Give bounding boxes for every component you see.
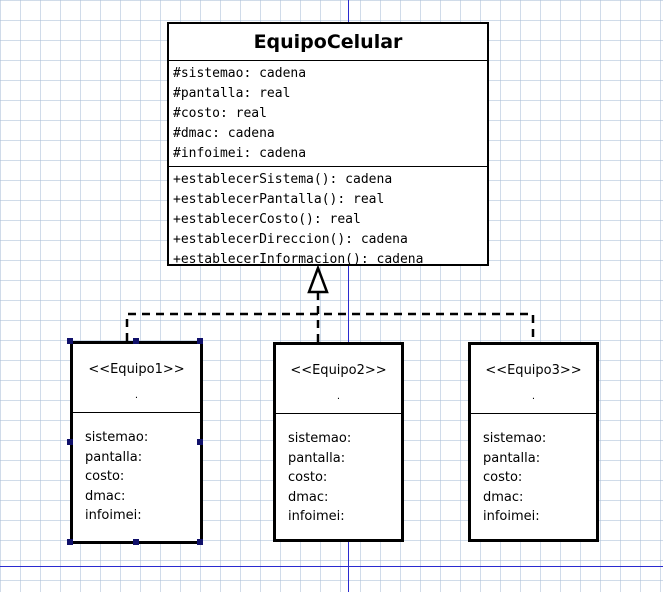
attribute-row: #dmac: cadena [173,126,275,141]
method-row: +establecerInformacion(): cadena [173,252,424,267]
class-equipo1[interactable]: <<Equipo1>> . sistemao: pantalla: costo:… [70,341,203,544]
class-header: <<Equipo1>> . [73,344,200,413]
attribute-row: #pantalla: real [173,86,291,101]
class-equipo3[interactable]: <<Equipo3>> . sistemao: pantalla: costo:… [468,342,599,542]
inheritance-arrowhead [307,264,329,294]
attribute-row: infoimei: [483,509,540,524]
dashed-connector-line [125,312,535,342]
attribute-row: sistemao: [483,431,547,446]
attribute-row: infoimei: [85,508,142,523]
class-name-dot: . [531,391,536,402]
attribute-row: costo: [483,470,523,485]
class-header: <<Equipo3>> . [471,345,596,414]
method-row: +establecerSistema(): cadena [173,172,393,187]
stereotype-label: <<Equipo2>> [290,363,387,378]
class-name-dot: . [134,390,139,401]
attribute-section: sistemao: pantalla: costo: dmac: infoime… [471,414,596,527]
attribute-section: sistemao: pantalla: costo: dmac: infoime… [276,414,401,527]
horizontal-guide-line [0,566,663,567]
attribute-row: #costo: real [173,106,267,121]
attribute-row: sistemao: [288,431,352,446]
resize-handle-top-left[interactable] [67,338,73,344]
attribute-row: dmac: [288,489,329,505]
method-section: +establecerSistema(): cadena +establecer… [169,167,487,272]
class-name: EquipoCelular [169,24,487,61]
method-row: +establecerDireccion(): cadena [173,232,408,247]
attribute-section: sistemao: pantalla: costo: dmac: infoime… [73,413,200,526]
attribute-row: costo: [288,470,328,485]
attribute-row: #sistemao: cadena [173,66,307,81]
resize-handle-bottom-left[interactable] [67,539,73,545]
class-equipo-celular[interactable]: EquipoCelular #sistemao: cadena #pantall… [167,22,489,267]
attribute-row: pantalla: [85,449,143,465]
attribute-row: dmac: [483,489,524,505]
stereotype-label: <<Equipo1>> [88,362,185,377]
resize-handle-right[interactable] [197,439,203,445]
resize-handle-left[interactable] [67,439,73,445]
class-equipo2[interactable]: <<Equipo2>> . sistemao: pantalla: costo:… [273,342,404,542]
stereotype-label: <<Equipo3>> [485,363,582,378]
resize-handle-bottom[interactable] [133,539,139,545]
attribute-row: pantalla: [288,450,346,466]
resize-handle-bottom-right[interactable] [197,539,203,545]
attribute-row: infoimei: [288,509,345,524]
resize-handle-top[interactable] [133,338,139,344]
class-header: <<Equipo2>> . [276,345,401,414]
attribute-row: sistemao: [85,430,149,445]
resize-handle-top-right[interactable] [197,338,203,344]
attribute-row: costo: [85,469,125,484]
method-row: +establecerCosto(): real [173,212,361,227]
vertical-guide-line [348,0,349,592]
attribute-row: pantalla: [483,450,541,466]
attribute-section: #sistemao: cadena #pantalla: real #costo… [169,61,487,167]
attribute-row: #infoimei: cadena [173,146,307,161]
method-row: +establecerPantalla(): real [173,192,385,207]
class-name-dot: . [336,391,341,402]
attribute-row: dmac: [85,488,126,504]
